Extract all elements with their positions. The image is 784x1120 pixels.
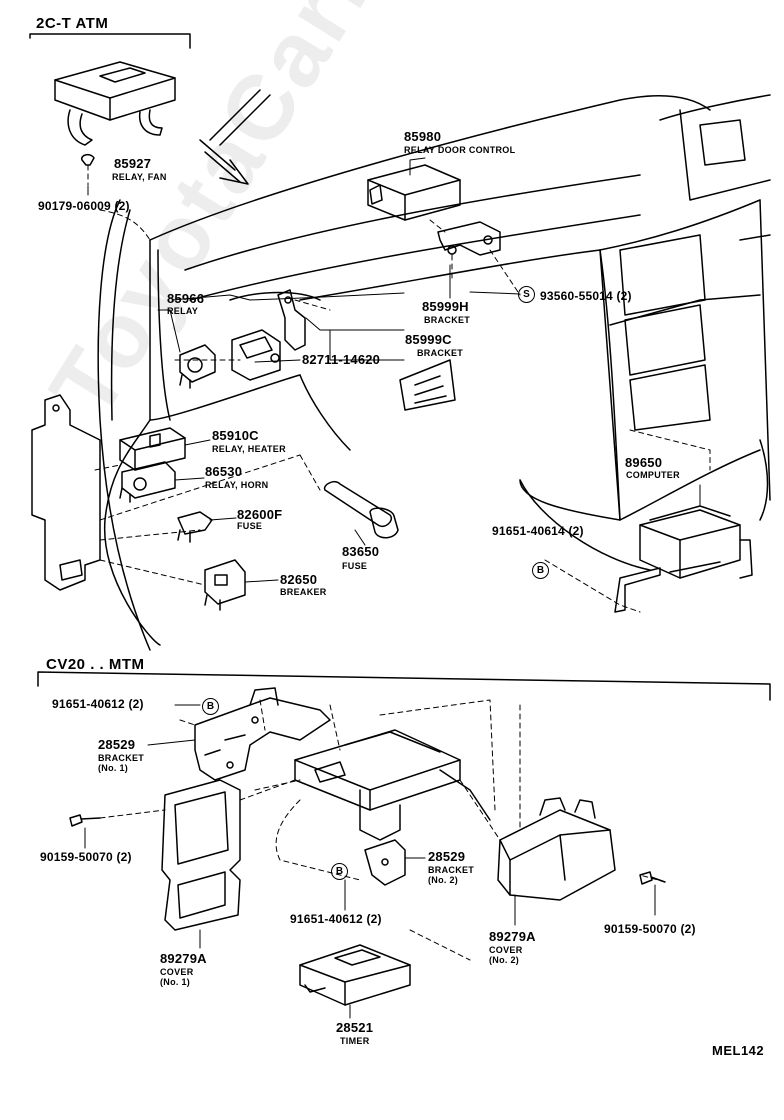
part-name-83650: FUSE bbox=[342, 561, 368, 571]
symbol-b-91651-40612-b: B bbox=[331, 863, 348, 880]
part-number-83650[interactable]: 83650 bbox=[342, 544, 380, 559]
part-number-82650[interactable]: 82650 bbox=[280, 572, 318, 587]
relay-85966-drawing bbox=[179, 344, 216, 389]
relay-horn-drawing bbox=[119, 461, 176, 503]
part-number-82600f[interactable]: 82600F bbox=[237, 507, 283, 522]
breaker-82650-drawing bbox=[204, 559, 246, 611]
dashed-leaders-bottom bbox=[99, 699, 666, 961]
part-number-90159-left[interactable]: 90159-50070 (2) bbox=[40, 850, 132, 864]
bracket-85999h-drawing bbox=[437, 221, 501, 256]
section-bracket-top bbox=[29, 33, 191, 49]
bolt-90159-left-drawing bbox=[69, 814, 101, 827]
bracket-no2-drawing bbox=[364, 839, 406, 886]
part-name-85999h: BRACKET bbox=[424, 315, 471, 325]
leader-lines-top bbox=[87, 157, 701, 583]
relay-clip-82711-drawing bbox=[231, 329, 281, 381]
part-number-28529-no2[interactable]: 28529 bbox=[428, 849, 466, 864]
part-number-89650[interactable]: 89650 bbox=[625, 455, 663, 470]
part-name-89279a-no2: COVER bbox=[489, 945, 523, 955]
part-number-91651-40612-a[interactable]: 91651-40612 (2) bbox=[52, 697, 144, 711]
relay-door-control-drawing bbox=[367, 164, 461, 221]
part-number-86530[interactable]: 86530 bbox=[205, 464, 243, 479]
part-sub-89279a-no1: (No. 1) bbox=[160, 977, 191, 987]
part-name-28529-no1: BRACKET bbox=[98, 753, 145, 763]
relay-fan-drawing bbox=[54, 61, 176, 166]
section-label-top: 2C-T ATM bbox=[36, 15, 109, 32]
a-pillar-trim bbox=[97, 199, 151, 651]
dashed-leaders-top bbox=[87, 164, 711, 613]
part-number-90179[interactable]: 90179-06009 (2) bbox=[38, 199, 130, 213]
timer-28521-drawing bbox=[299, 944, 411, 1006]
part-sub-89279a-no2: (No. 2) bbox=[489, 955, 520, 965]
cover-no2-drawing bbox=[497, 797, 616, 901]
bracket-85999c-drawing bbox=[277, 289, 306, 351]
part-number-85980[interactable]: 85980 bbox=[404, 129, 442, 144]
part-name-86530: RELAY, HORN bbox=[205, 480, 269, 490]
section-bracket-bottom bbox=[37, 671, 771, 701]
part-number-89279a-no1[interactable]: 89279A bbox=[160, 951, 207, 966]
part-number-82711[interactable]: 82711-14620 bbox=[302, 352, 381, 367]
part-name-89650: COMPUTER bbox=[626, 470, 680, 480]
part-number-85999c[interactable]: 85999C bbox=[405, 332, 452, 347]
part-name-28521: TIMER bbox=[340, 1036, 370, 1046]
drawing-code: MEL142 bbox=[712, 1043, 765, 1058]
fuse-82600f-drawing bbox=[177, 511, 213, 543]
part-number-28521[interactable]: 28521 bbox=[336, 1020, 374, 1035]
timer-mount-bracket-drawing bbox=[294, 729, 491, 841]
part-name-85927: RELAY, FAN bbox=[112, 172, 167, 182]
symbol-s-93560: S bbox=[518, 286, 535, 303]
computer-89650-drawing bbox=[614, 505, 753, 613]
leader-lines-bottom bbox=[84, 704, 656, 1019]
section-label-bottom: CV20 . . MTM bbox=[46, 656, 145, 673]
relay-heater-drawing bbox=[119, 427, 186, 471]
fuse-83650-drawing bbox=[323, 480, 399, 539]
bracket-no1-drawing bbox=[194, 687, 331, 781]
part-name-85966: RELAY bbox=[167, 306, 199, 316]
direction-arrow bbox=[199, 89, 271, 185]
part-number-85927[interactable]: 85927 bbox=[114, 156, 152, 171]
part-number-91651-40614[interactable]: 91651-40614 (2) bbox=[492, 524, 584, 538]
instrument-panel-outline bbox=[104, 94, 771, 646]
part-number-85966[interactable]: 85966 bbox=[167, 291, 205, 306]
part-name-82650: BREAKER bbox=[280, 587, 327, 597]
symbol-b-91651-40614: B bbox=[532, 562, 549, 579]
part-name-85999c: BRACKET bbox=[417, 348, 464, 358]
part-name-28529-no2: BRACKET bbox=[428, 865, 475, 875]
part-name-85910c: RELAY, HEATER bbox=[212, 444, 286, 454]
part-number-91651-40612-b[interactable]: 91651-40612 (2) bbox=[290, 912, 382, 926]
part-sub-28529-no2: (No. 2) bbox=[428, 875, 459, 885]
symbol-b-91651-40612-a: B bbox=[202, 698, 219, 715]
part-number-93560[interactable]: 93560-55014 (2) bbox=[540, 289, 632, 303]
part-name-85980: RELAY DOOR CONTROL bbox=[404, 145, 516, 155]
part-name-82600f: FUSE bbox=[237, 521, 263, 531]
part-number-85910c[interactable]: 85910C bbox=[212, 428, 259, 443]
part-sub-28529-no1: (No. 1) bbox=[98, 763, 129, 773]
part-number-28529-no1[interactable]: 28529 bbox=[98, 737, 136, 752]
part-number-85999h[interactable]: 85999H bbox=[422, 299, 469, 314]
part-name-89279a-no1: COVER bbox=[160, 967, 194, 977]
relay-mount-bracket-drawing bbox=[31, 394, 101, 591]
part-number-89279a-no2[interactable]: 89279A bbox=[489, 929, 536, 944]
part-number-90159-right[interactable]: 90159-50070 (2) bbox=[604, 922, 696, 936]
cover-no1-drawing bbox=[161, 779, 241, 931]
